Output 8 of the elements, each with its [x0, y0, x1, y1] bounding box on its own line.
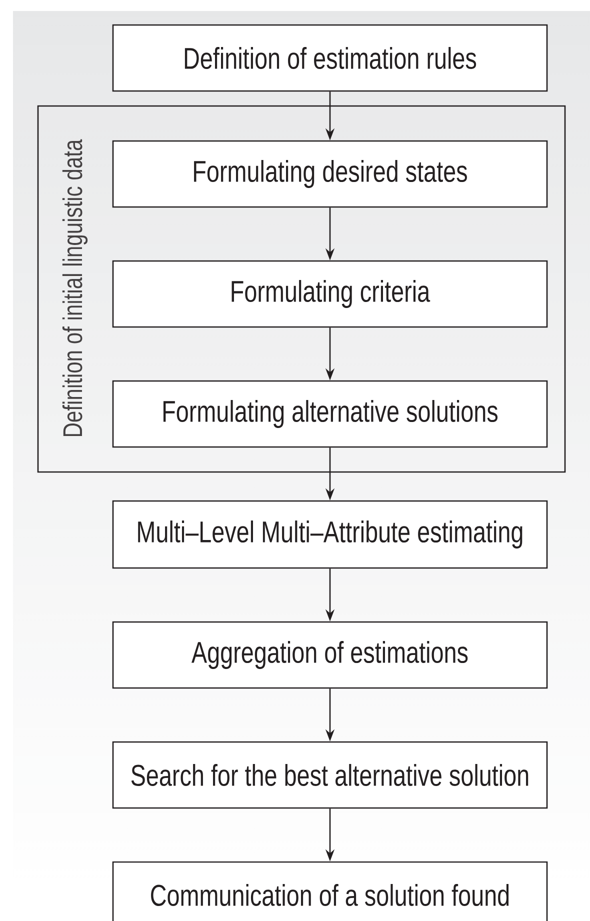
process-box: Definition of estimation rules [112, 24, 548, 92]
process-box: Formulating desired states [112, 140, 548, 208]
process-box: Communication of a solution found [112, 861, 548, 921]
process-box: Formulating alternative solutions [112, 380, 548, 448]
process-box: Search for the best alternative solution [112, 741, 548, 809]
process-box: Multi–Level Multi–Attribute estimating [112, 500, 548, 569]
process-box: Formulating criteria [112, 260, 548, 328]
process-box: Aggregation of estimations [112, 621, 548, 689]
